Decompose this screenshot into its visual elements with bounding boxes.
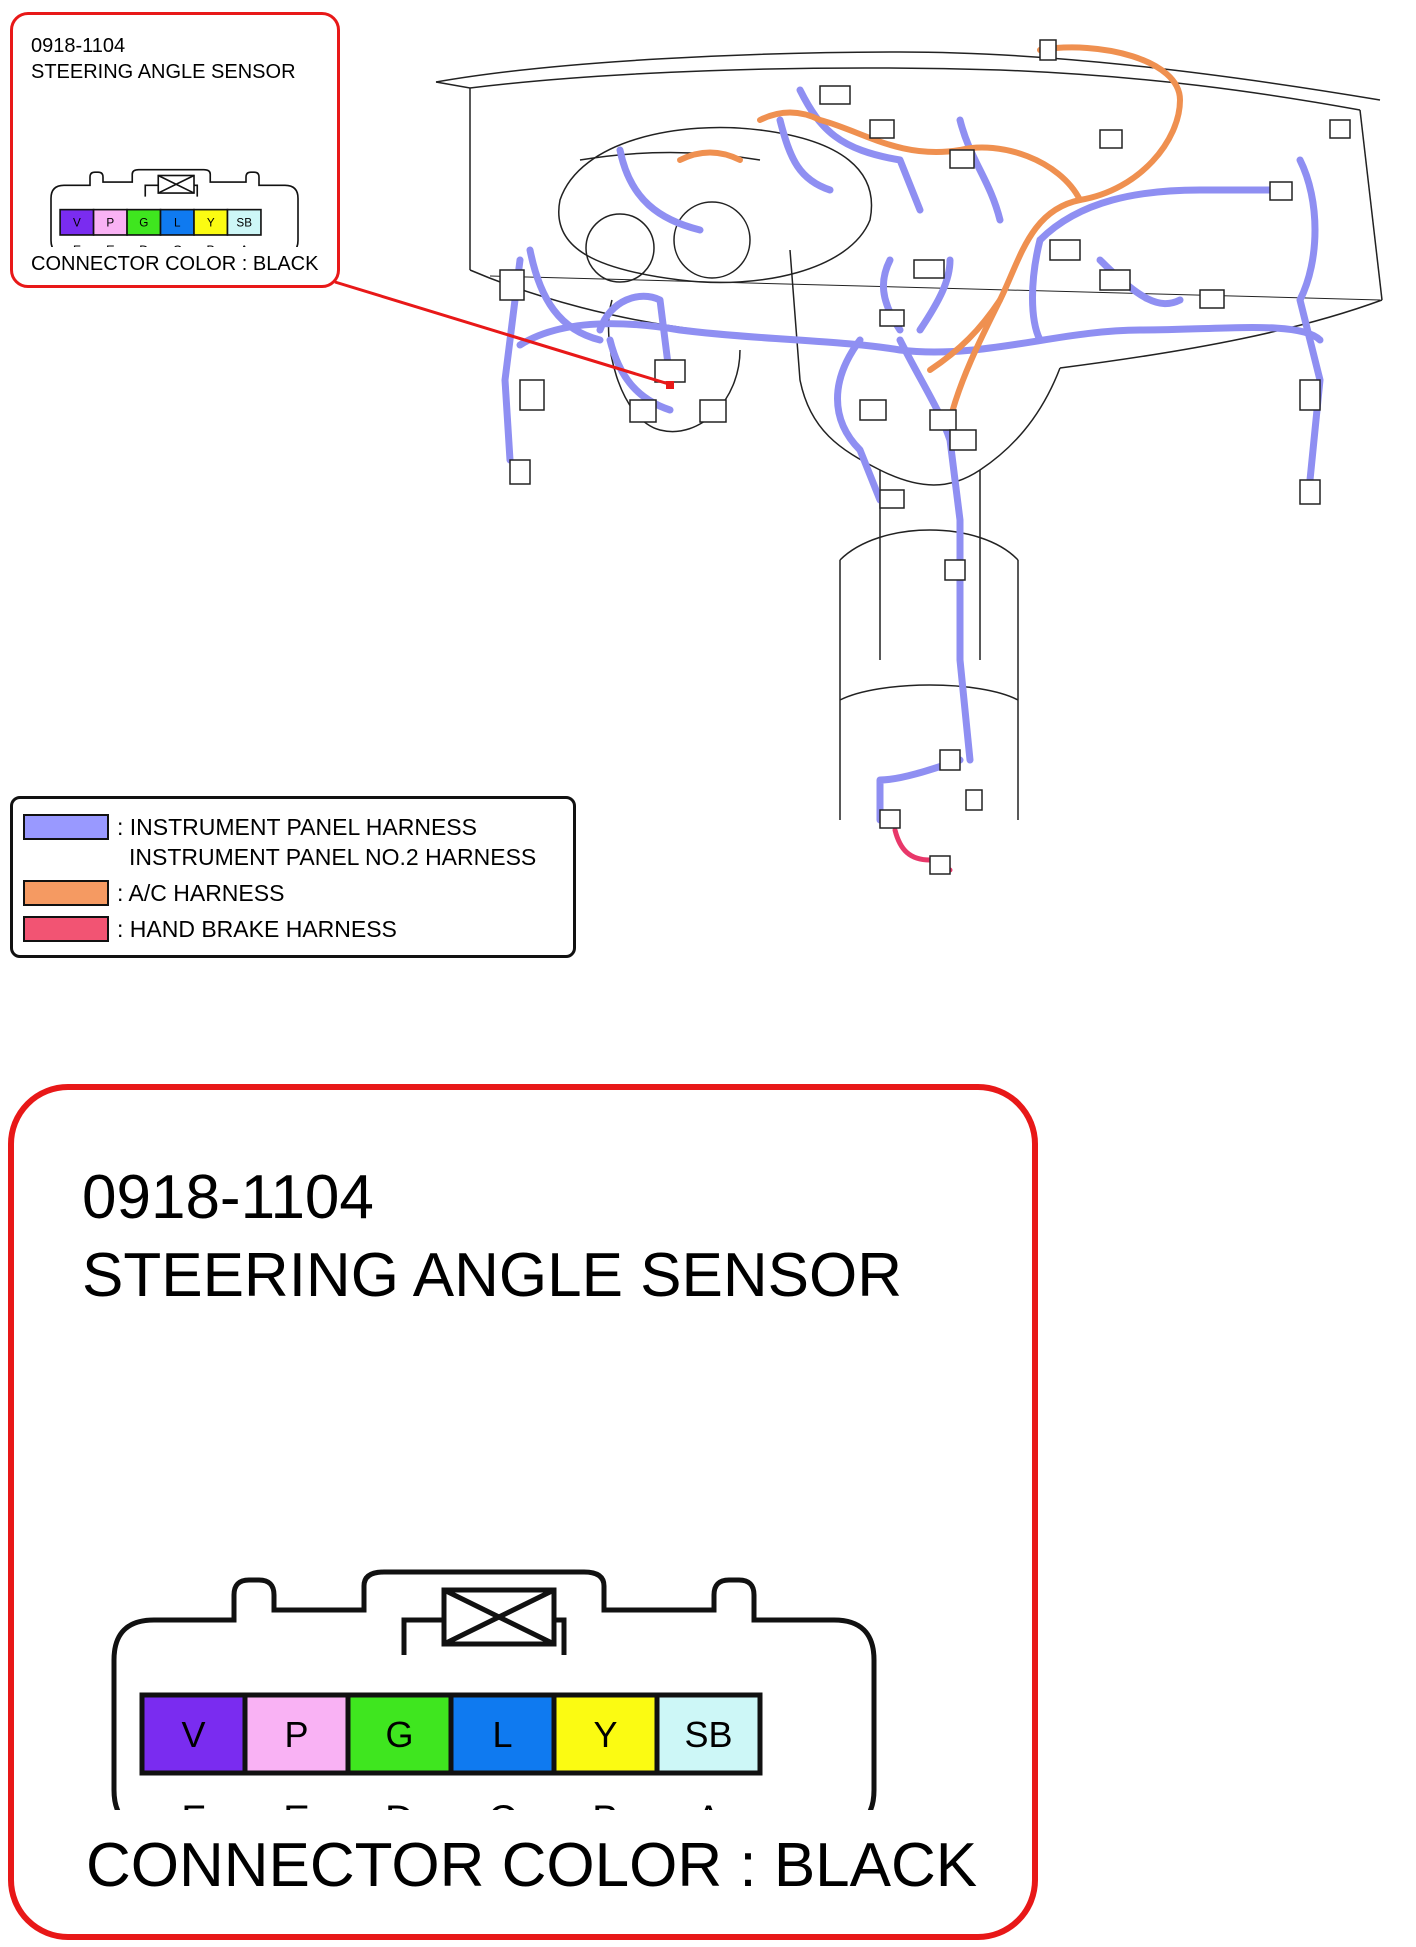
legend-label-instrument-panel: : INSTRUMENT PANEL HARNESS bbox=[117, 814, 477, 840]
pin-wire-color-d-small: G bbox=[139, 217, 148, 230]
pin-wire-color-d-large: G bbox=[385, 1714, 413, 1755]
pin-letter-d-large: D bbox=[385, 1798, 414, 1810]
legend-label-instrument-panel-no2: INSTRUMENT PANEL NO.2 HARNESS bbox=[129, 844, 537, 870]
pin-wire-color-c-small: L bbox=[174, 217, 181, 230]
connector-name-small: STEERING ANGLE SENSOR bbox=[31, 61, 296, 83]
pin-letter-b-large: B bbox=[592, 1798, 619, 1810]
pin-wire-color-a-small: SB bbox=[236, 217, 252, 230]
instrument-panel-harness-path bbox=[501, 86, 1324, 824]
pin-cavity-f-large bbox=[139, 1692, 248, 1776]
pin-cavity-e-large bbox=[242, 1692, 351, 1776]
connector-blocks bbox=[499, 39, 1351, 875]
connector-face-large: V F P E G D L C Y B SB A bbox=[74, 1410, 954, 1842]
connector-face-large-svg: V F P E G D L C Y B SB A bbox=[111, 1569, 877, 1842]
pin-cavity-a-large bbox=[654, 1692, 763, 1776]
connector-id-small: 0918-1104 bbox=[31, 35, 126, 57]
lock-cross-b-small bbox=[157, 174, 195, 194]
legend-item-ac: : A/C HARNESS bbox=[13, 879, 284, 907]
pin-letter-f-large: F bbox=[181, 1798, 205, 1810]
connector-color-small: CONNECTOR COLOR : BLACK bbox=[31, 253, 319, 275]
pin-letter-a-large: A bbox=[695, 1798, 722, 1810]
ac-harness-path bbox=[677, 44, 1183, 423]
pin-wire-color-e-large: P bbox=[284, 1714, 308, 1755]
pin-wire-color-e-small: P bbox=[106, 217, 114, 230]
pin-cavity-a-small bbox=[226, 208, 262, 236]
connector-face-small: V F P E G D L C Y B SB A bbox=[31, 117, 331, 257]
legend-swatch-instrument-panel bbox=[23, 814, 109, 840]
pin-cavity-d-small bbox=[126, 208, 162, 236]
pin-cavity-b-small bbox=[193, 208, 229, 236]
pin-letter-b-small: B bbox=[206, 242, 215, 247]
pin-cavity-b-large bbox=[551, 1692, 660, 1776]
small-connector-callout: 0918-1104 STEERING ANGLE SENSOR V F P E G D L C… bbox=[10, 12, 340, 288]
legend-label-hand-brake: : HAND BRAKE HARNESS bbox=[117, 916, 397, 942]
connector-face-small-svg: V F P E G D L C Y B SB A bbox=[50, 168, 299, 257]
legend-item-hand-brake: : HAND BRAKE HARNESS bbox=[13, 915, 397, 943]
large-connector-callout: 0918-1104 STEERING ANGLE SENSOR V F P E G D L C… bbox=[8, 1084, 1038, 1940]
pin-wire-color-f-small: V bbox=[73, 217, 81, 230]
connector-color-large: CONNECTOR COLOR : BLACK bbox=[86, 1831, 978, 1900]
leader-endpoint bbox=[666, 381, 674, 389]
pin-wire-color-c-large: L bbox=[492, 1714, 512, 1755]
legend-swatch-hand-brake bbox=[23, 916, 109, 942]
connector-id-large: 0918-1104 bbox=[82, 1163, 374, 1232]
pin-wire-color-b-large: Y bbox=[593, 1714, 617, 1755]
pin-cavity-f-small bbox=[59, 208, 95, 236]
pin-wire-color-f-large: V bbox=[181, 1714, 205, 1755]
dashboard-outline bbox=[435, 51, 1383, 820]
pin-letter-f-small: F bbox=[73, 242, 81, 247]
wiring-harness-illustration bbox=[334, 39, 1383, 875]
legend-swatch-ac bbox=[23, 880, 109, 906]
lock-cross-b-large bbox=[442, 1587, 556, 1647]
harness-legend: : INSTRUMENT PANEL HARNESS INSTRUMENT PA… bbox=[10, 796, 576, 958]
pin-cavity-e-small bbox=[92, 208, 128, 236]
pin-letter-e-large: E bbox=[283, 1798, 310, 1810]
legend-label-ac: : A/C HARNESS bbox=[117, 880, 285, 906]
pin-wire-color-b-small: Y bbox=[207, 217, 215, 230]
pin-letter-c-large: C bbox=[488, 1798, 517, 1810]
legend-item-instrument-panel: : INSTRUMENT PANEL HARNESS bbox=[13, 813, 477, 841]
connector-name-large: STEERING ANGLE SENSOR bbox=[82, 1241, 902, 1310]
pin-letter-c-small: C bbox=[173, 242, 182, 247]
pin-letter-a-small: A bbox=[240, 242, 249, 247]
pin-letter-e-small: E bbox=[106, 242, 115, 247]
pin-letter-d-small: D bbox=[139, 242, 148, 247]
pin-wire-color-a-large: SB bbox=[684, 1714, 732, 1755]
callout-leader-line bbox=[334, 280, 673, 387]
